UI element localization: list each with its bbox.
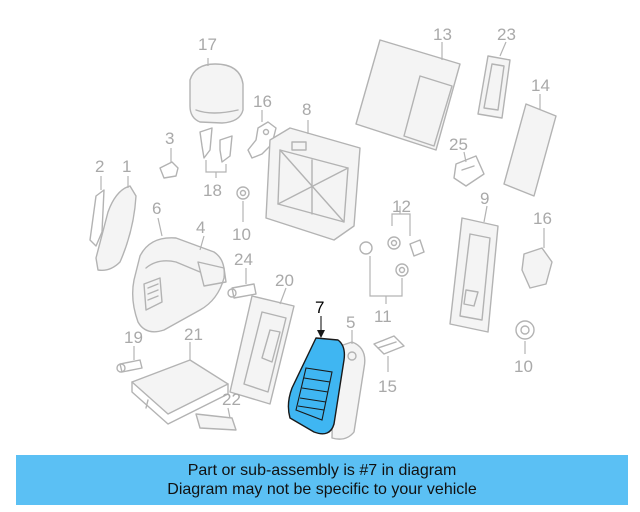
callout-17: 17 [198,35,217,54]
part-13-back-panel[interactable] [355,39,461,151]
callout-6: 6 [152,199,161,218]
part-15-clip[interactable] [373,335,405,355]
highlight-arrow-icon [317,330,325,338]
part-17-headrest[interactable] [189,63,244,124]
callout-21: 19 [124,328,143,347]
callout-13: 13 [433,25,452,44]
callout-8: 8 [302,100,311,119]
callout-4: 4 [196,218,205,237]
part-10-bushing-right[interactable] [515,320,535,340]
callout-18: 18 [203,181,222,200]
part-1-side-bolster[interactable] [95,185,137,272]
part-14-panel[interactable] [503,103,557,197]
part-11-fasteners[interactable] [359,241,409,277]
part-25-latch[interactable] [453,155,485,187]
callout-7: 7 [315,298,324,317]
part-3-clip[interactable] [159,161,179,179]
callout-5: 5 [346,313,355,332]
callout-23: 23 [497,25,516,44]
part-9-backrest-frame-right[interactable] [449,217,499,333]
part-16-bracket[interactable] [247,121,277,159]
part-21-bolt[interactable] [116,359,143,373]
callout-20: 21 [184,325,203,344]
part-12-fasteners[interactable] [387,236,425,257]
callout-15: 15 [378,377,397,396]
callout-19: 22 [222,390,241,409]
callout-12: 12 [392,197,411,216]
callout-10-left: 10 [232,225,251,244]
banner-line-1: Part or sub-assembly is #7 in diagram [187,462,457,479]
callout-10-right: 10 [514,357,533,376]
part-22-back-panel[interactable] [229,295,295,405]
part-10-bushing-left[interactable] [236,186,250,200]
part-7-highlighted[interactable] [287,337,346,435]
callout-24: 24 [234,250,253,269]
part-16-bracket-right[interactable] [521,247,553,289]
parts-diagram: 17 16 18 3 2 1 6 4 [89,25,557,440]
callout-9: 9 [480,189,489,208]
part-8-backrest-frame[interactable] [265,127,361,241]
callout-25: 25 [449,135,468,154]
part-4-seat-cushion[interactable] [131,237,227,333]
info-banner: Part or sub-assembly is #7 in diagram Di… [16,455,628,505]
callout-14: 14 [531,76,550,95]
part-24-bolt[interactable] [227,283,257,299]
banner-line-2: Diagram may not be specific to your vehi… [167,481,477,498]
callout-16-right: 16 [533,209,552,228]
callout-3: 3 [165,129,174,148]
part-19-trim[interactable] [195,413,237,431]
part-23-trim[interactable] [477,55,511,119]
part-2-trim-strip[interactable] [89,189,105,247]
callout-22: 20 [275,271,294,290]
callout-16-top: 16 [253,92,272,111]
callout-11: 11 [374,307,392,326]
callout-1: 1 [122,157,131,176]
callout-2: 2 [95,157,104,176]
part-20-armrest[interactable] [131,359,229,425]
part-18-headrest-guides[interactable] [199,127,233,163]
